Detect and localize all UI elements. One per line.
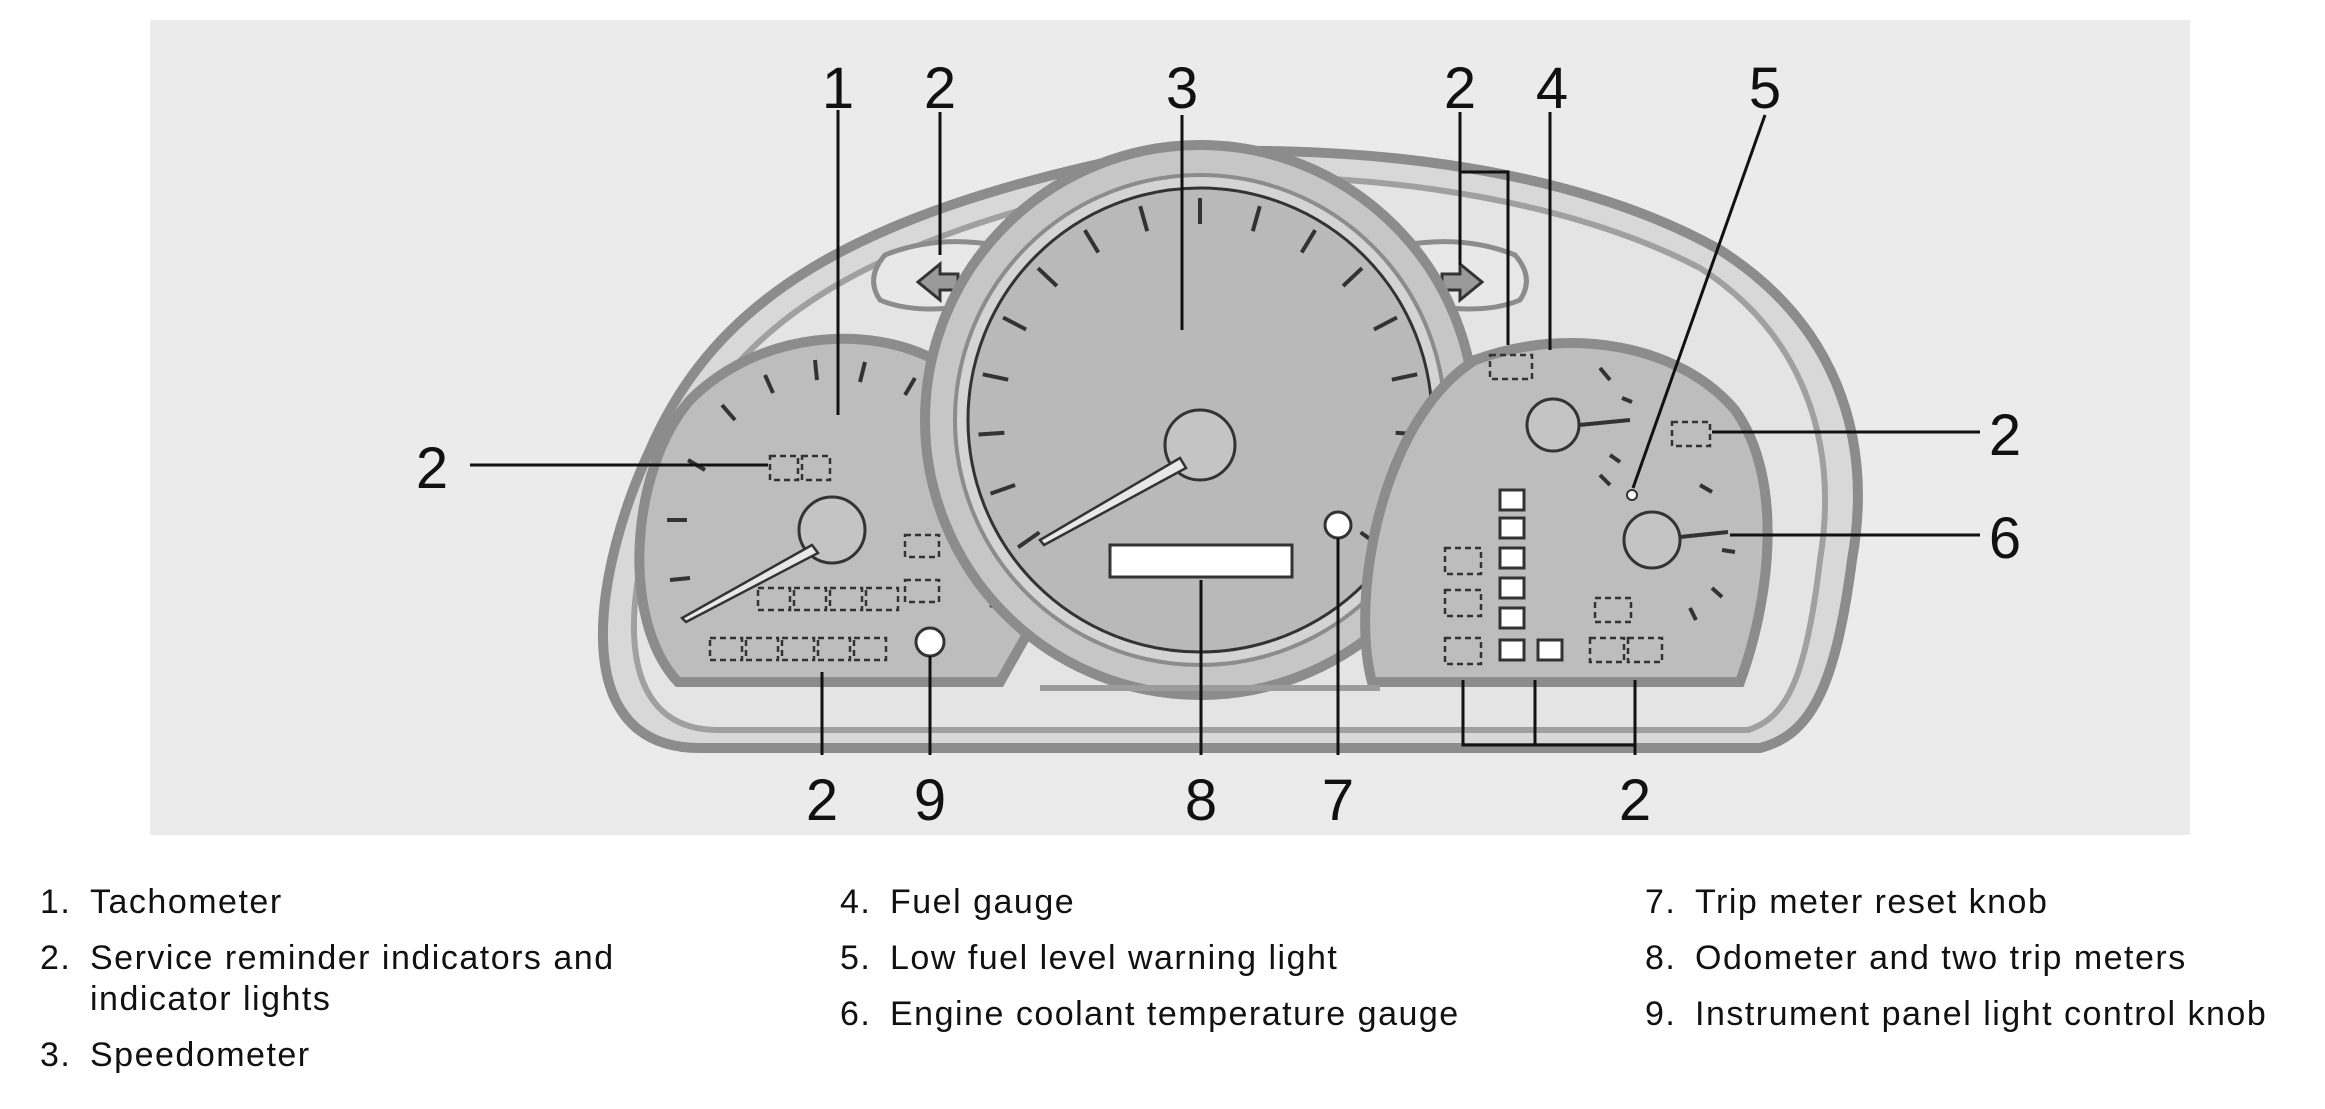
speedometer-needle [1038, 456, 1188, 547]
legend-column-1: 1. Tachometer 2. Service reminder indica… [40, 882, 615, 1091]
panel-light-control-knob [914, 626, 946, 658]
legend-item-3: 3. Speedometer [40, 1035, 615, 1076]
legend-text: Service reminder indicators and indicato… [90, 939, 615, 1018]
legend-text: Fuel gauge [890, 883, 1076, 921]
speedometer-tick [1341, 266, 1364, 288]
speedometer-tick [1036, 266, 1059, 288]
legend-text: Trip meter reset knob [1695, 883, 2049, 921]
callout-leader-lines [470, 110, 1980, 755]
speedometer-tick [1083, 229, 1101, 254]
legend-number: 1. [40, 883, 72, 921]
legend-item-1: 1. Tachometer [40, 882, 615, 923]
legend-item-5: 5. Low fuel level warning light [840, 938, 1460, 979]
trip-meter-reset-knob [1323, 510, 1353, 540]
legend-number: 5. [840, 939, 872, 977]
speedometer-tick [1391, 372, 1418, 382]
tachometer-needle [679, 543, 820, 624]
speedometer-tick [1299, 229, 1317, 254]
callout-low-fuel-light: 5 [1749, 56, 1781, 121]
legend-number: 6. [840, 995, 872, 1033]
callout-tachometer: 1 [822, 56, 854, 121]
callout-trip-reset-knob: 7 [1322, 768, 1354, 833]
legend-item-2: 2. Service reminder indicators and indic… [40, 938, 615, 1020]
speedometer-tick [1372, 315, 1398, 332]
callout-right-indicators: 2 [1989, 403, 2021, 468]
speedometer-tick [978, 430, 1005, 437]
legend-number: 7. [1645, 883, 1677, 921]
speedometer-tick [1016, 530, 1041, 549]
callout-speedometer: 3 [1166, 56, 1198, 121]
callout-bottom-left-indicators: 2 [806, 768, 838, 833]
legend-item-7: 7. Trip meter reset knob [1645, 882, 2267, 923]
legend-text: Odometer and two trip meters [1695, 939, 2187, 977]
speedometer-tick [1002, 315, 1028, 332]
fuel-gauge-needle [1578, 418, 1631, 427]
callout-right-turn-indicator: 2 [1444, 56, 1476, 121]
legend: 1. Tachometer 2. Service reminder indica… [0, 882, 2325, 1102]
legend-number: 4. [840, 883, 872, 921]
speedometer-tick [1138, 205, 1150, 232]
coolant-temp-gauge-hub [1622, 510, 1682, 570]
fuel-gauge-hub [1525, 397, 1581, 453]
tachometer-hub [797, 495, 867, 565]
callout-odometer: 8 [1185, 768, 1217, 833]
legend-column-2: 4. Fuel gauge 5. Low fuel level warning … [840, 882, 1460, 1050]
speedometer-tick [982, 372, 1009, 382]
legend-item-6: 6. Engine coolant temperature gauge [840, 994, 1460, 1035]
legend-item-9: 9. Instrument panel light control knob [1645, 994, 2267, 1035]
fuel-gauge-ticks [1598, 366, 1633, 487]
legend-item-8: 8. Odometer and two trip meters [1645, 938, 2267, 979]
legend-number: 9. [1645, 995, 1677, 1033]
callout-panel-light-knob: 9 [914, 768, 946, 833]
callout-left-turn-indicator: 2 [924, 56, 956, 121]
callout-coolant-gauge: 6 [1989, 506, 2021, 571]
legend-text: Speedometer [90, 1036, 311, 1074]
legend-column-3: 7. Trip meter reset knob 8. Odometer and… [1645, 882, 2267, 1050]
callout-fuel-gauge: 4 [1536, 56, 1568, 121]
right-pod-solid-lights [1498, 488, 1564, 662]
legend-item-4: 4. Fuel gauge [840, 882, 1460, 923]
legend-text: Engine coolant temperature gauge [890, 995, 1460, 1033]
odometer-display [1108, 543, 1294, 579]
legend-text: Instrument panel light control knob [1695, 995, 2268, 1033]
legend-number: 8. [1645, 939, 1677, 977]
speedometer-tick [989, 483, 1016, 496]
legend-number: 3. [40, 1036, 72, 1074]
right-pod-indicator-lights [1443, 353, 1712, 666]
coolant-temp-gauge-needle [1679, 530, 1729, 539]
callout-left-indicators: 2 [416, 436, 448, 501]
right-gauge-pod [1360, 337, 1773, 687]
legend-number: 2. [40, 939, 72, 977]
low-fuel-warning-light [1626, 489, 1638, 501]
legend-text: Low fuel level warning light [890, 939, 1339, 977]
coolant-temp-ticks [1688, 483, 1736, 621]
speedometer-tick [1250, 205, 1262, 232]
tachometer-indicator-lights [708, 454, 941, 662]
callout-bottom-right-indicators: 2 [1619, 768, 1651, 833]
instrument-cluster-diagram: 1 2 3 2 4 5 2 2 6 2 9 8 7 2 [150, 20, 2190, 835]
legend-text: Tachometer [90, 883, 283, 921]
